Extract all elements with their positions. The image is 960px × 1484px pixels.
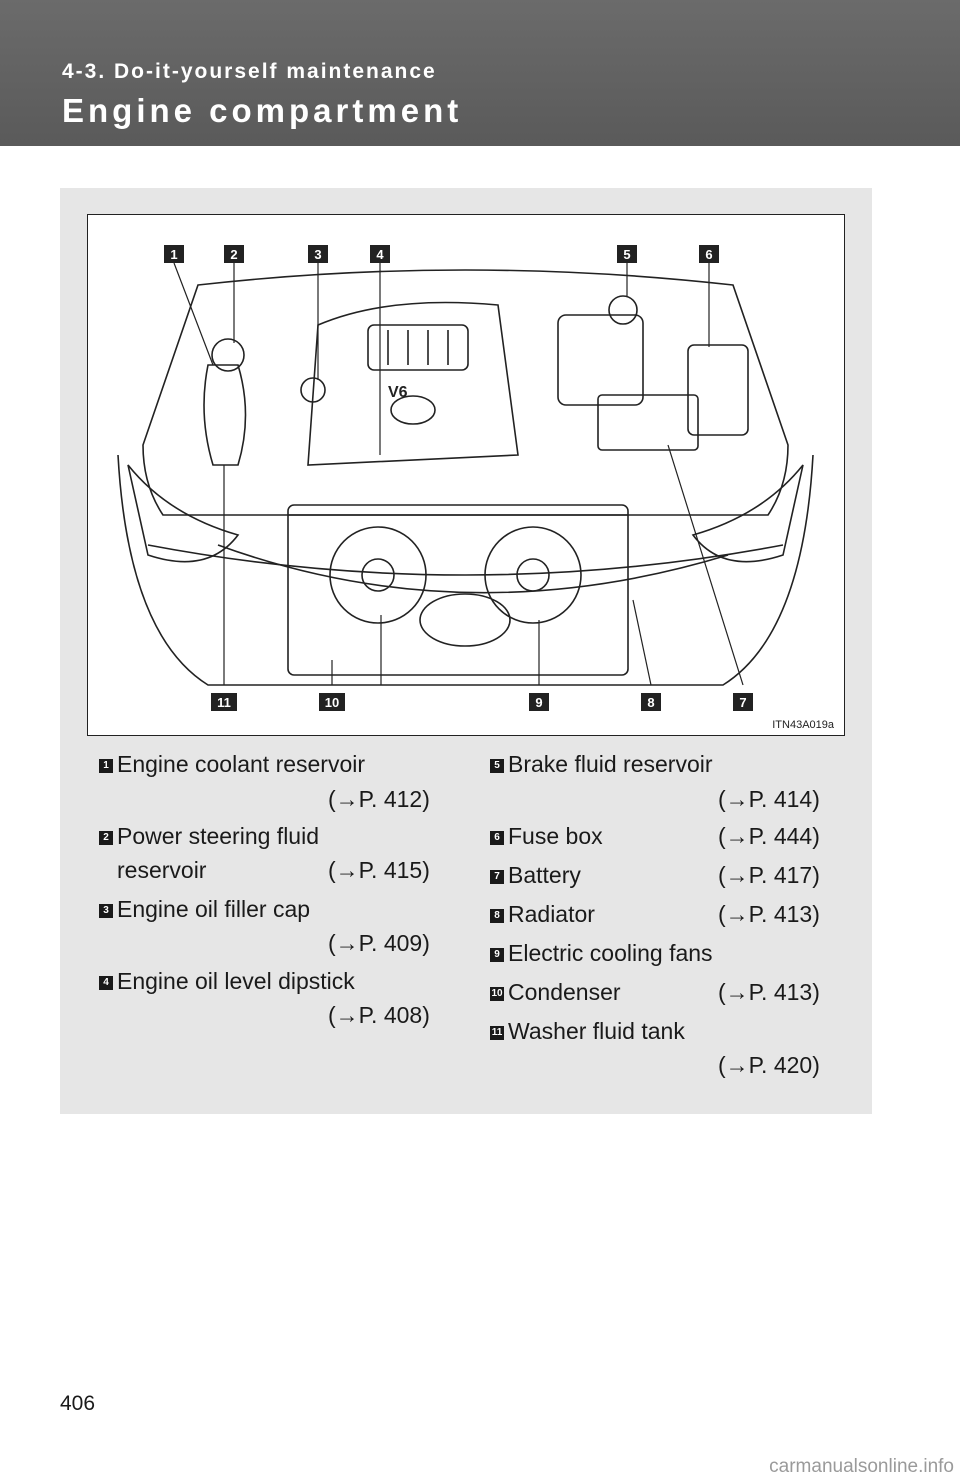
legend-number-11: 11 — [490, 1026, 504, 1040]
legend-ref-1: (→P. 412) — [328, 786, 430, 812]
svg-text:6: 6 — [705, 247, 712, 262]
engine-compartment-illustration: V6 — [87, 214, 845, 736]
legend-label-2b: reservoir — [117, 857, 207, 883]
svg-text:3: 3 — [314, 247, 321, 262]
legend-ref-11: (→P. 420) — [718, 1052, 820, 1078]
legend-ref-4: (→P. 408) — [328, 1002, 430, 1028]
page-title: Engine compartment — [62, 92, 463, 129]
legend-label-8: Radiator — [508, 901, 595, 927]
svg-text:1: 1 — [170, 247, 177, 262]
legend-ref-10: (→P. 413) — [718, 979, 820, 1005]
legend-ref-6: (→P. 444) — [718, 823, 820, 849]
svg-text:V6: V6 — [388, 384, 408, 401]
legend-number-4: 4 — [99, 976, 113, 990]
legend-number-10: 10 — [490, 987, 504, 1001]
legend-number-5: 5 — [490, 759, 504, 773]
legend-label-9: Electric cooling fans — [508, 940, 713, 966]
figure-code: ITN43A019a — [772, 719, 834, 731]
svg-text:4: 4 — [376, 247, 384, 262]
legend-number-9: 9 — [490, 948, 504, 962]
legend-label-5: Brake fluid reservoir — [508, 751, 713, 777]
svg-text:5: 5 — [623, 247, 630, 262]
legend-ref-2: (→P. 415) — [328, 857, 430, 883]
section-label: 4-3. Do-it-yourself maintenance — [62, 60, 437, 83]
legend-number-7: 7 — [490, 870, 504, 884]
legend-ref-5: (→P. 414) — [718, 786, 820, 812]
legend-label-4: Engine oil level dipstick — [117, 968, 355, 994]
legend-label-10: Condenser — [508, 979, 621, 1005]
svg-text:11: 11 — [217, 695, 231, 710]
watermark: carmanualsonline.info — [769, 1456, 954, 1477]
legend-ref-7: (→P. 417) — [718, 862, 820, 888]
legend-number-2: 2 — [99, 831, 113, 845]
legend-label-6: Fuse box — [508, 823, 603, 849]
legend-number-8: 8 — [490, 909, 504, 923]
legend-label-3: Engine oil filler cap — [117, 896, 311, 922]
legend-number-3: 3 — [99, 904, 113, 918]
legend-label-11: Washer fluid tank — [508, 1018, 685, 1044]
engine-drawing: V6 — [117, 245, 814, 711]
svg-text:7: 7 — [739, 695, 746, 710]
page-number: 406 — [60, 1392, 96, 1415]
svg-text:10: 10 — [325, 695, 339, 710]
legend-number-6: 6 — [490, 831, 504, 845]
legend-label-1: Engine coolant reservoir — [117, 751, 366, 777]
legend-number-1: 1 — [99, 759, 113, 773]
svg-text:9: 9 — [535, 695, 542, 710]
page-header: 4-3. Do-it-yourself maintenance Engine c… — [0, 0, 960, 146]
svg-text:8: 8 — [647, 695, 654, 710]
legend-label-2a: Power steering fluid — [117, 823, 319, 849]
legend-label-7: Battery — [508, 862, 581, 888]
legend-ref-3: (→P. 409) — [328, 930, 430, 956]
legend-ref-8: (→P. 413) — [718, 901, 820, 927]
svg-text:2: 2 — [230, 247, 237, 262]
